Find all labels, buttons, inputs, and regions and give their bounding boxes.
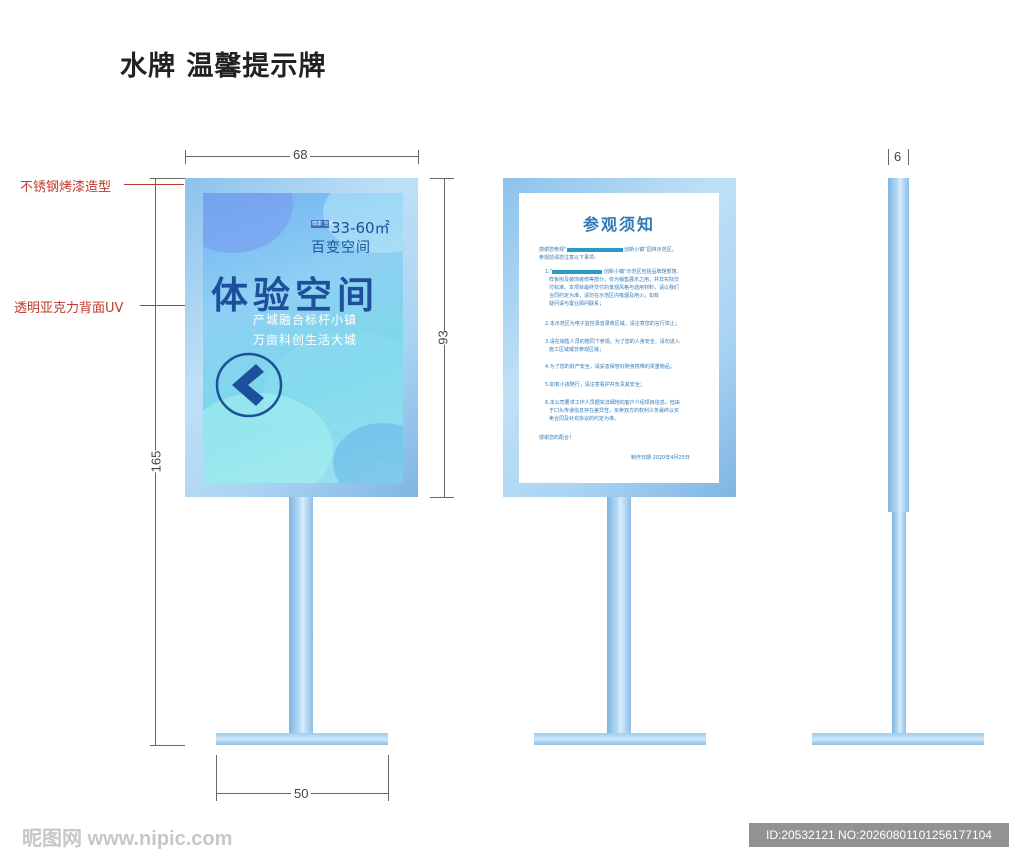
notice-item-6b: 于口头传递信息存在差异性，买卖双方的权利义务最终以买	[549, 408, 680, 414]
base-width-tick-left	[216, 755, 217, 801]
depth-tick-left	[888, 149, 889, 165]
total-height-tick-bottom	[150, 745, 185, 746]
front-tag: 健康 空间	[311, 220, 334, 228]
notice-heading: 参观须知	[582, 215, 655, 234]
notice-item-6c: 卖合同及补充协议的约定为准。	[549, 416, 620, 422]
width-dimension-value: 68	[290, 147, 311, 162]
notice-item-1e: 疑问请与置业顾问联系；	[549, 301, 605, 307]
total-height-tick-top	[150, 178, 185, 179]
base-width-tick-right	[388, 755, 389, 801]
base-width-dimension-value: 50	[291, 786, 312, 801]
notice-item-1b: 样板房及装饰装修等部分，仅为销售展示之用，并非实际交	[549, 277, 680, 283]
panel-height-dimension-value: 93	[433, 330, 453, 345]
notice-item-4: 4.为了您的财产安全，请妥善保管好随身携带的贵重物品；	[545, 364, 675, 370]
side-view-panel	[888, 178, 909, 512]
width-dimension-tick-left	[185, 150, 186, 164]
total-height-dimension-value: 165	[146, 450, 166, 473]
notice-item-5: 5.如有小孩随行，请注意看护并负责其安全；	[545, 382, 645, 388]
front-stand-base	[216, 733, 388, 745]
side-view-base	[812, 733, 984, 745]
notice-item-3b: 施工区域或非参观区域；	[549, 347, 605, 353]
watermark-id: ID:20532121 NO:20260801101256177104	[749, 823, 1009, 847]
notice-item-6a: 6.本公司要求工作人员据实详细地向客户介绍项目信息，但由	[545, 400, 680, 406]
panel-height-tick-top	[430, 178, 454, 179]
notice-item-1d: 合同约定为准，请勿在示范区内吸烟及用火，如有	[549, 293, 660, 299]
notice-intro-1: 感谢您参观“·创新小镇”园林示范区。	[539, 247, 677, 253]
frame-material-label: 不锈钢烤漆造型	[20, 180, 112, 195]
notice-item-1c: 付标准。本项目最终交付的景观风格与选用材料，请以我们	[549, 285, 680, 291]
front-area: 33-60㎡	[331, 219, 390, 237]
notice-intro-2: 参观前请您注意以下事项：	[539, 255, 600, 261]
diagram-title: 水牌 温馨提示牌	[120, 51, 327, 82]
depth-dimension-value: 6	[894, 149, 902, 164]
notice-date: 制作日期 2020年4月25日	[631, 455, 690, 461]
front-stand-pole	[289, 497, 313, 733]
panel-material-leader	[140, 305, 204, 306]
front-line-1: 产城融合标杆小镇	[253, 313, 358, 327]
width-dimension-tick-right	[418, 150, 419, 164]
watermark-site: 昵图网 www.nipic.com	[22, 828, 233, 850]
decor-blob	[203, 193, 293, 253]
chevron-left-icon	[215, 352, 283, 418]
notice-item-2: 2.本示范区为电子监控录音录像区域，请注意您的言行举止；	[545, 321, 680, 327]
frame-material-leader	[124, 184, 184, 185]
front-headline: 体验空间	[211, 274, 379, 317]
back-sign-panel: 参观须知 感谢您参观“·创新小镇”园林示范区。 参观前请您注意以下事项： 1.“…	[519, 193, 719, 483]
notice-item-1a: 1.“·创新小镇”示范区包括品牌馆部馆、	[545, 269, 682, 275]
side-view-pole	[892, 512, 906, 733]
back-stand-pole	[607, 497, 631, 733]
panel-material-label: 透明亚克力背面UV	[14, 301, 124, 316]
back-stand-base	[534, 733, 706, 745]
front-line-2: 万亩科创生活大城	[253, 333, 358, 347]
front-subtitle: 百变空间	[311, 240, 371, 256]
panel-height-tick-bottom	[430, 497, 454, 498]
notice-thanks: 感谢您的配合！	[539, 435, 575, 441]
notice-item-3a: 3.请在销售人员的陪同下参观，为了您的人身安全，请勿进入	[545, 339, 680, 345]
front-sign-panel: 健康 空间 33-60㎡ 百变空间 体验空间 产城融合标杆小镇 万亩科创生活大城	[203, 193, 403, 483]
redacted-name-bar	[566, 247, 623, 252]
redacted-name-bar	[552, 269, 603, 274]
depth-tick-right	[908, 149, 909, 165]
